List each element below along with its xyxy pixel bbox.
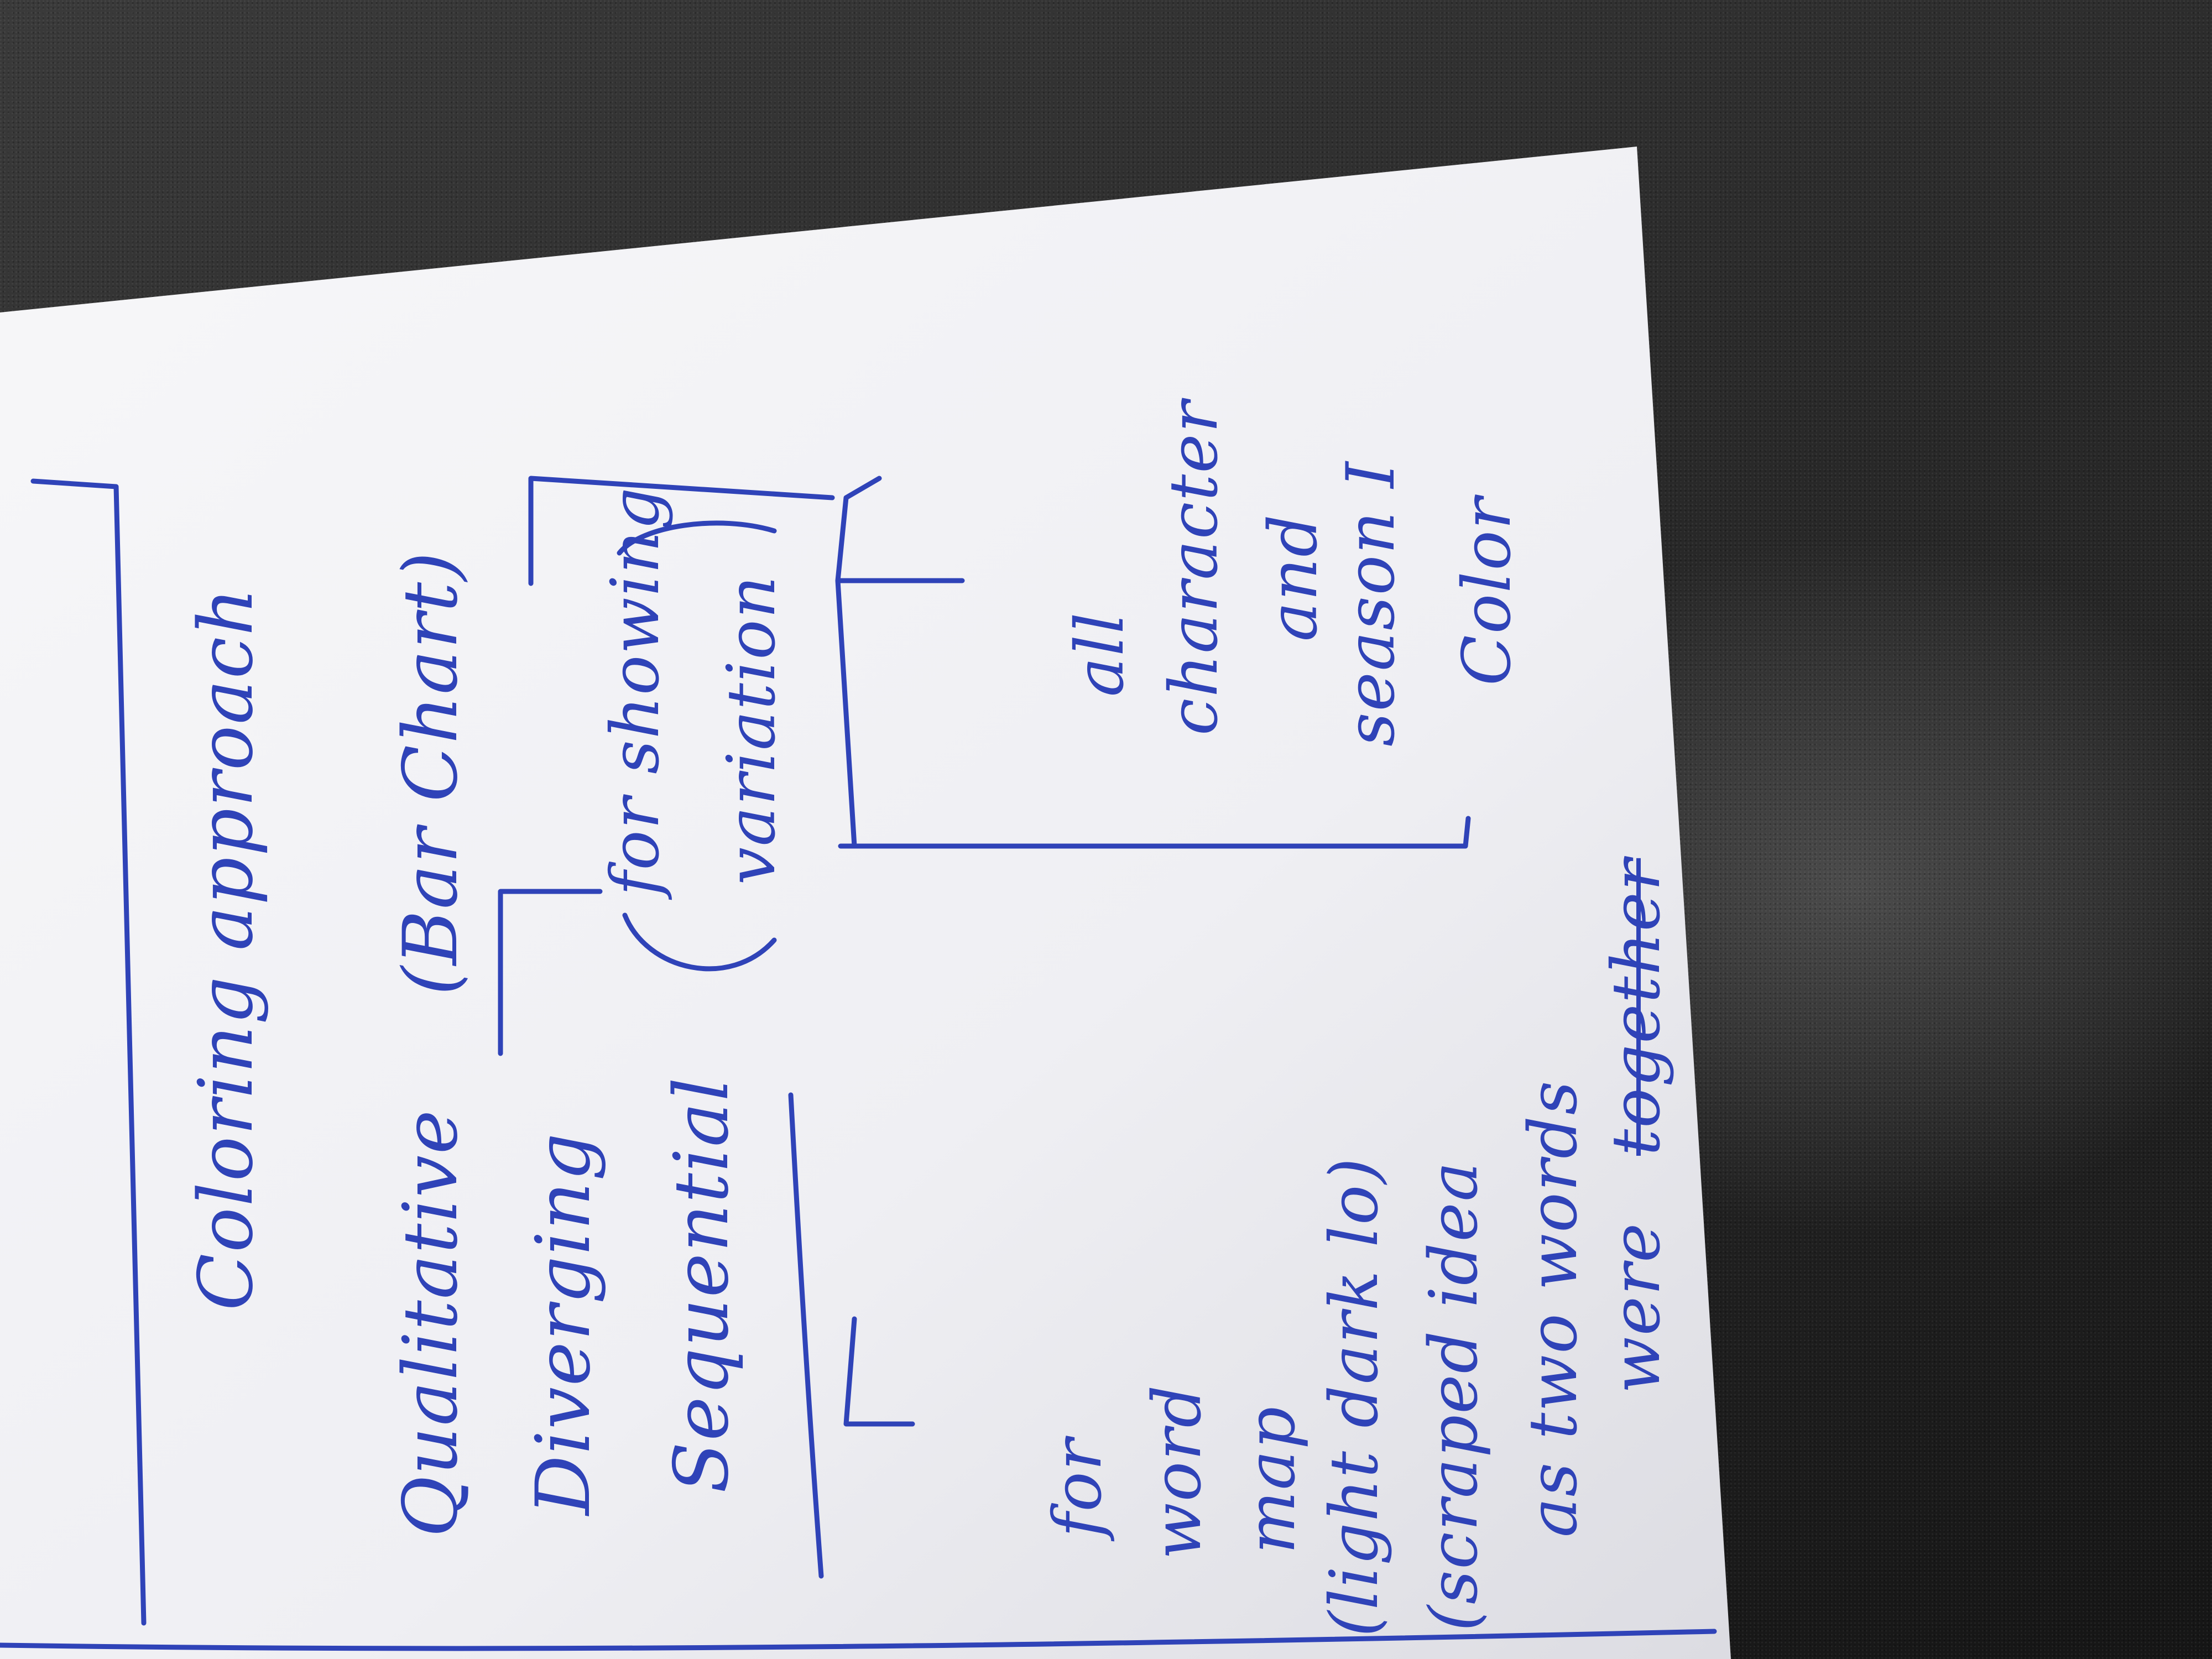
sequential-label: Sequential: [658, 1076, 745, 1493]
sequential-detail-2: (scraped idea: [1416, 1160, 1493, 1631]
qualitative-label: Qualitative: [387, 1109, 474, 1537]
qualitative-detail-all: all: [1062, 611, 1139, 697]
qualitative-detail-season: season I: [1333, 461, 1410, 747]
sequential-detail-1: (light dark lo): [1316, 1156, 1393, 1637]
sequential-use-map: map: [1233, 1405, 1310, 1554]
qualitative-detail-and: and: [1255, 513, 1332, 641]
sequential-use-for: for: [1040, 1437, 1117, 1537]
sequential-detail-4: were: [1598, 1222, 1675, 1394]
title-text: Coloring approach: [182, 586, 269, 1311]
struck-word: together: [1598, 858, 1675, 1156]
sequential-detail-3: as two words: [1515, 1079, 1592, 1537]
qualitative-detail-color: Color: [1449, 496, 1526, 686]
diverging-label: Diverging: [520, 1131, 607, 1515]
diverging-use-line2: variation: [713, 575, 790, 885]
diverging-use-line1: for showing: [597, 486, 674, 896]
qualitative-use: (Bar Chart): [387, 551, 474, 995]
sequential-use-word: word: [1139, 1384, 1216, 1559]
qualitative-detail-character: character: [1156, 400, 1233, 735]
